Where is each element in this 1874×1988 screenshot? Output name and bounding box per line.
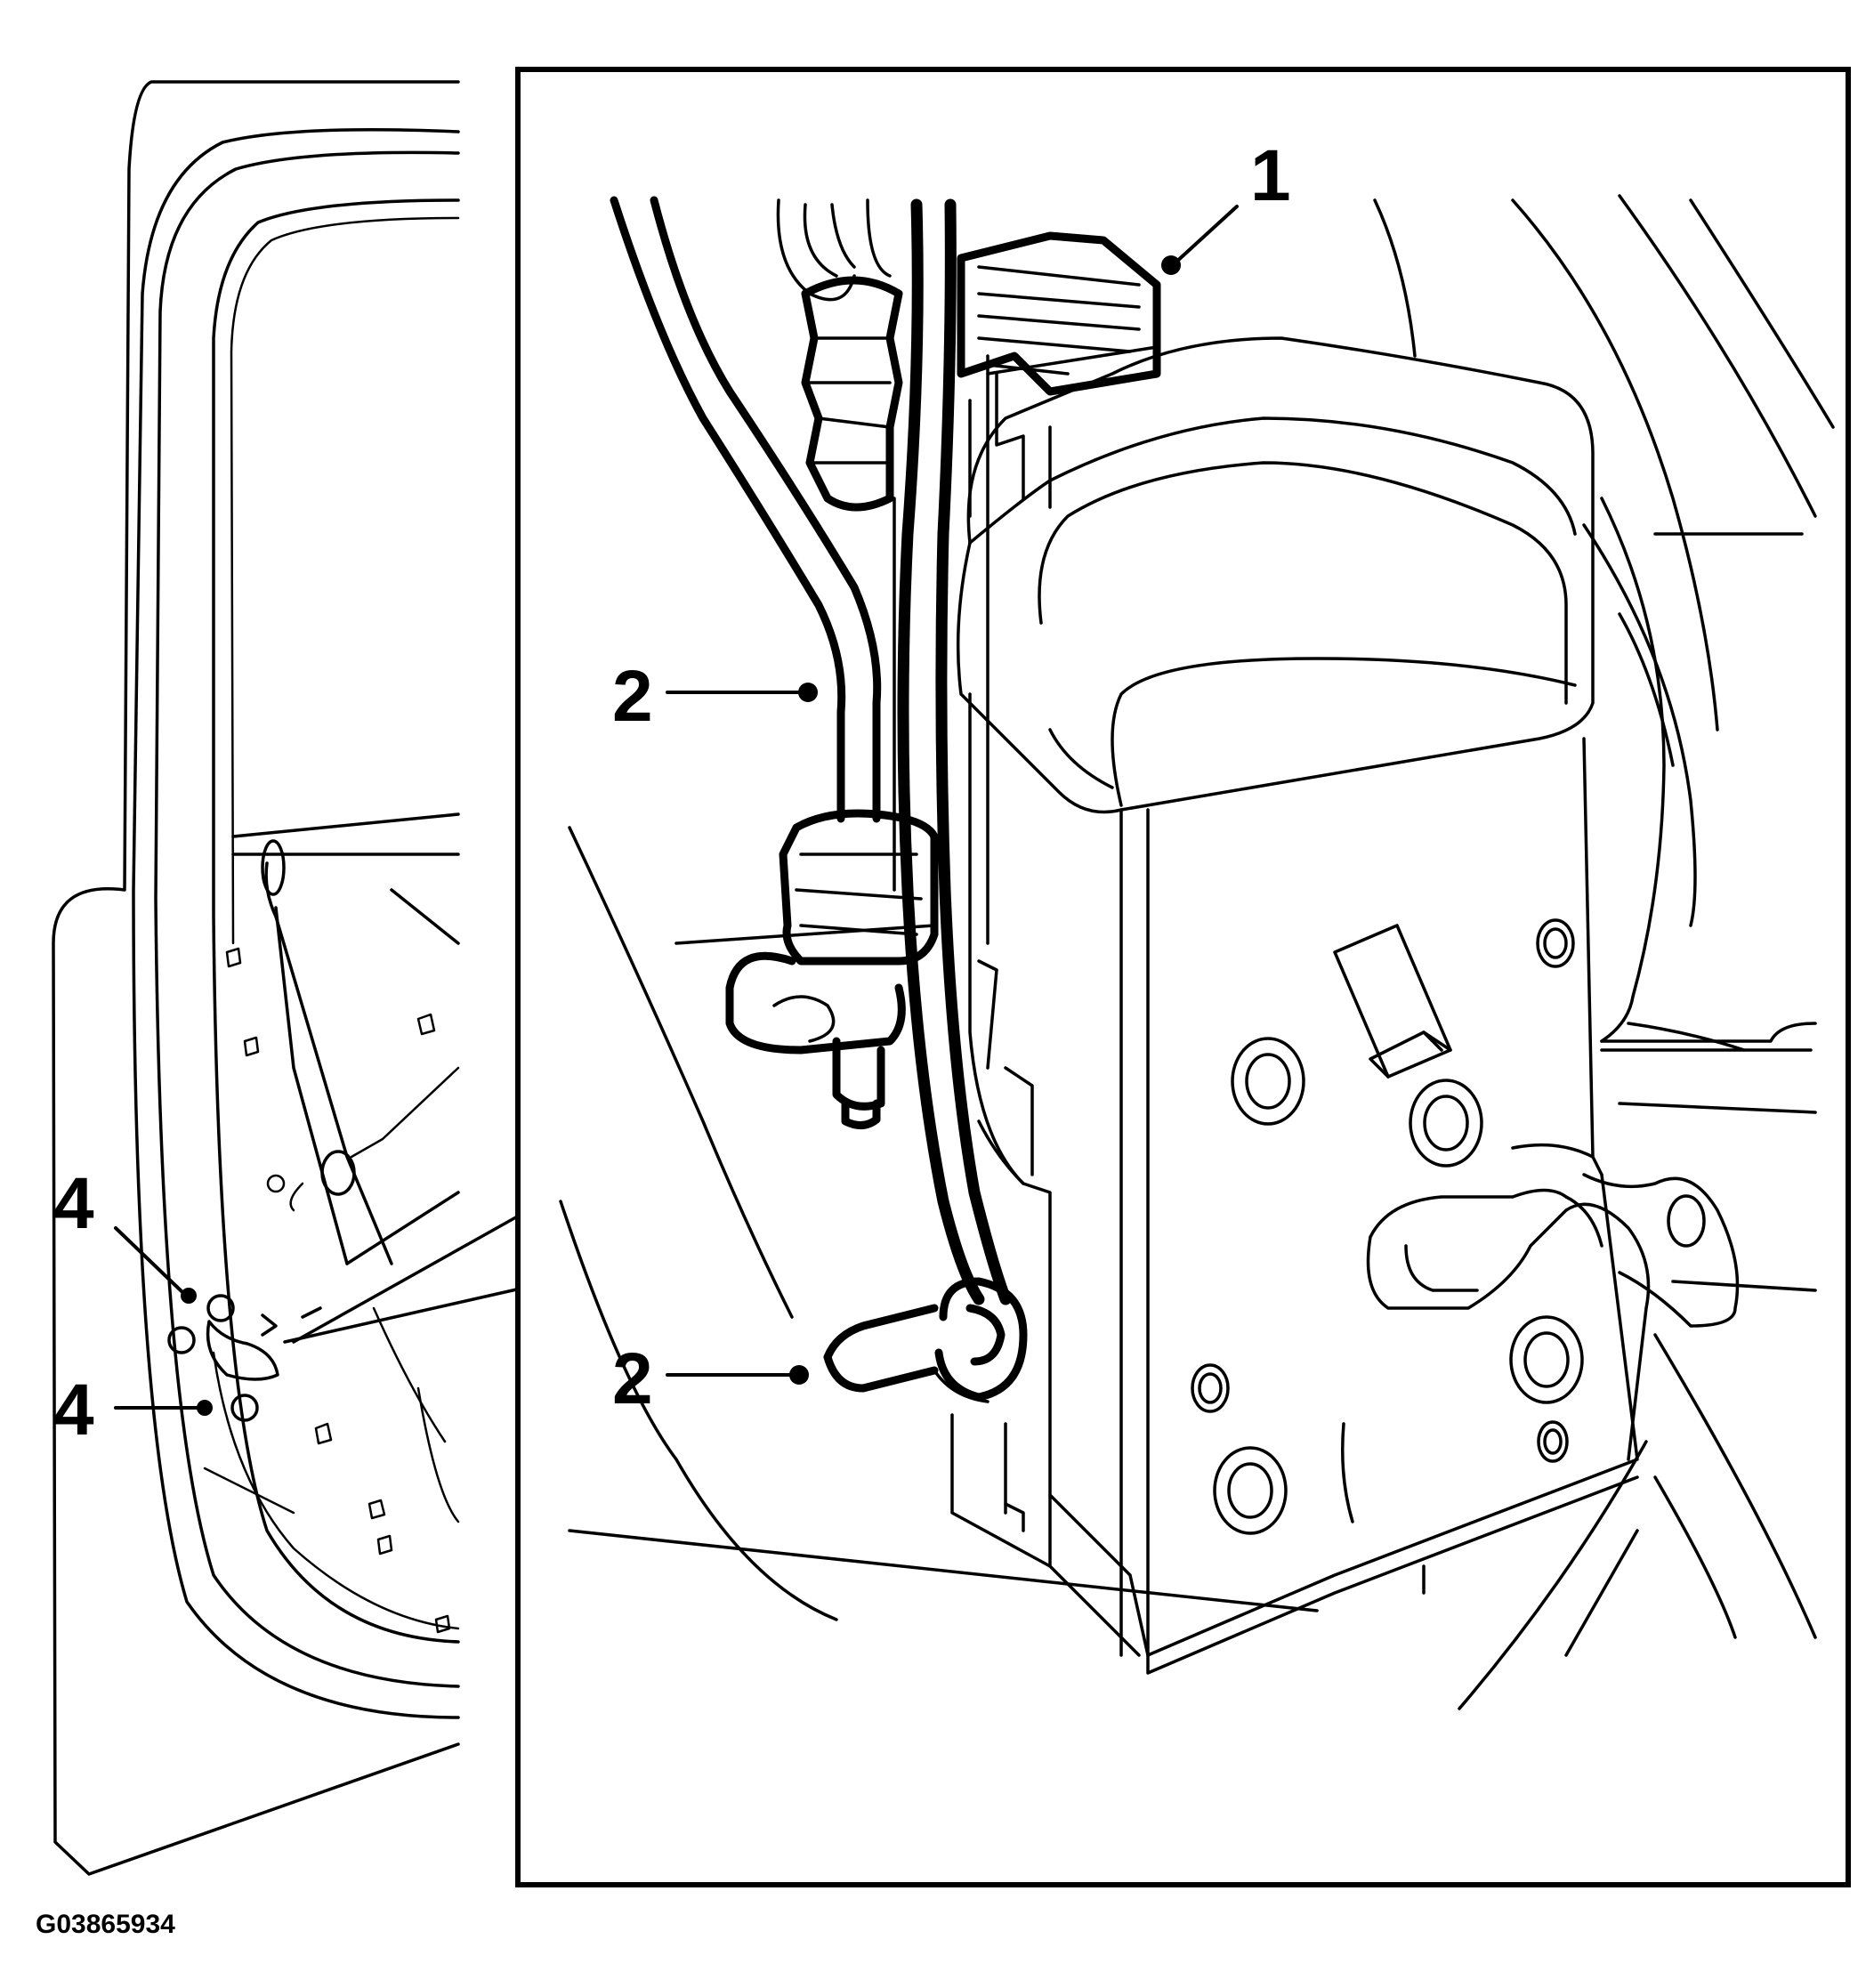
callout-1: 1	[1250, 135, 1291, 216]
latch-detail	[559, 194, 1835, 1710]
callout-4-upper: 4	[53, 1163, 94, 1244]
callout-4-lower: 4	[53, 1370, 94, 1451]
callout-2-lower: 2	[612, 1338, 653, 1419]
door-overview	[52, 80, 522, 1876]
detail-frame	[515, 67, 1851, 1887]
figure-code: G03865934	[36, 1910, 175, 1939]
callout-2-upper: 2	[612, 656, 653, 737]
callout-leaders	[114, 205, 1239, 1410]
